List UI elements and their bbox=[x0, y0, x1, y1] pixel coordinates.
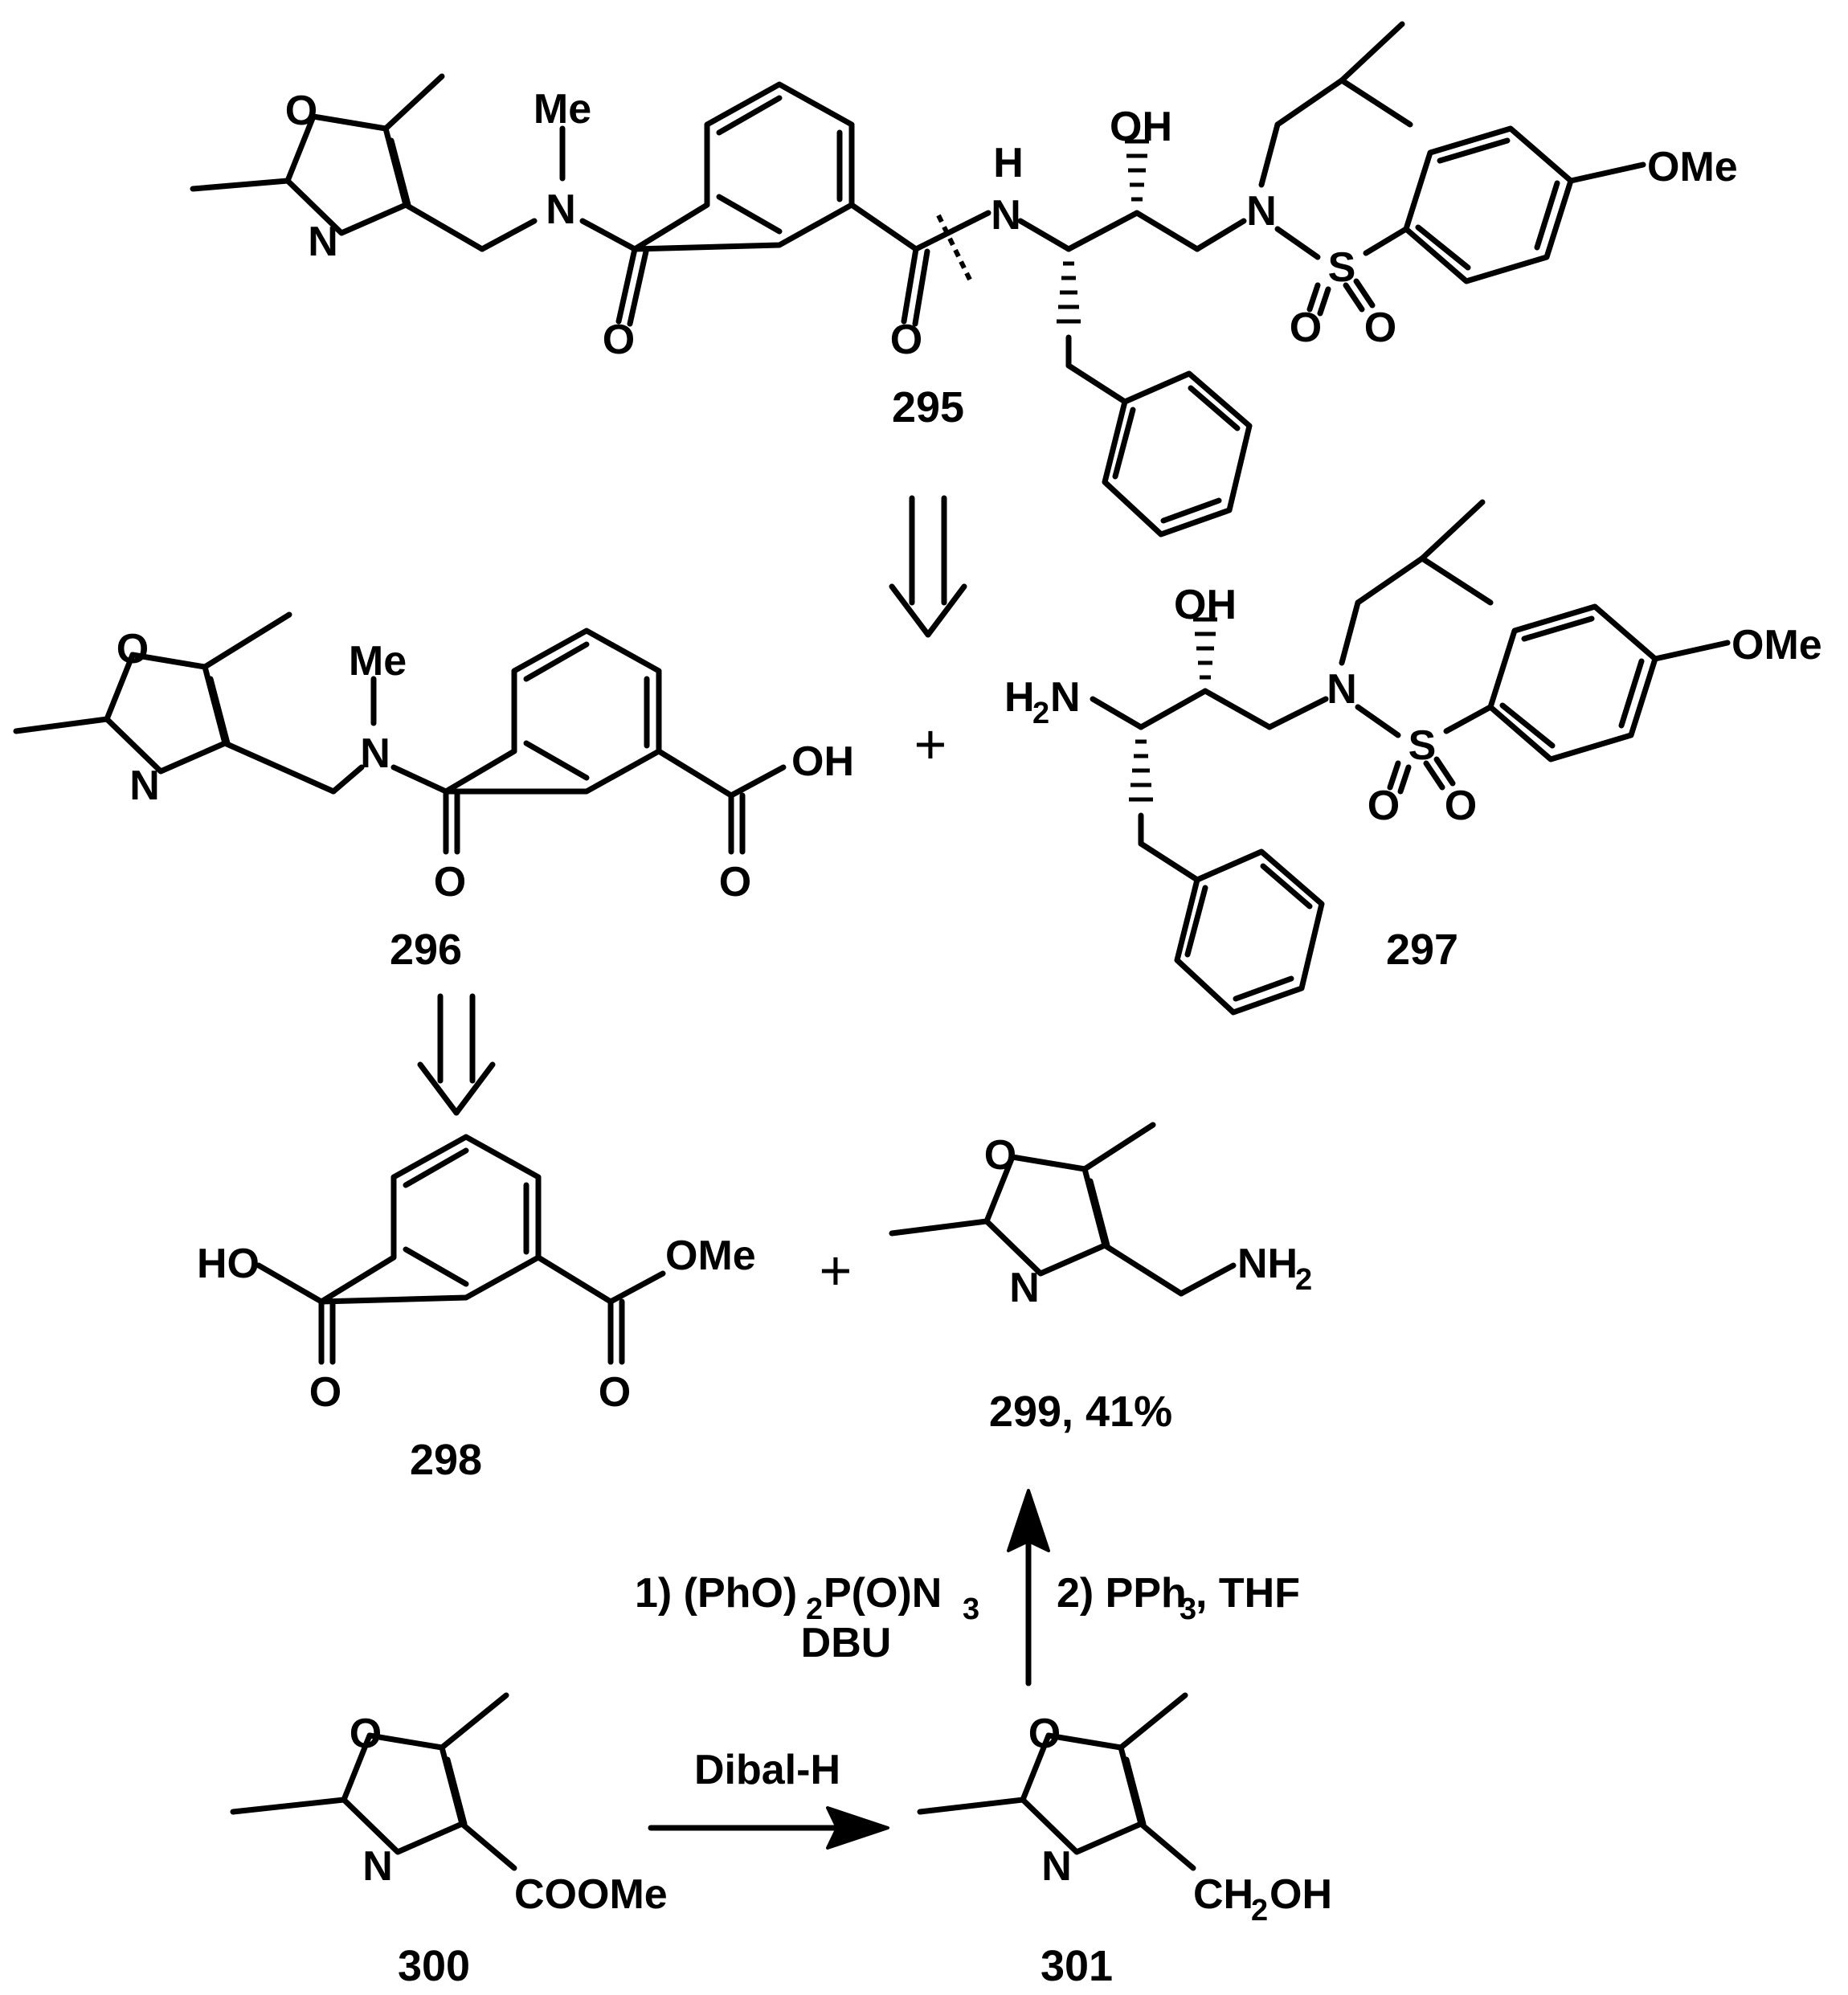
atom-n: N bbox=[1327, 666, 1357, 713]
compound-300 bbox=[230, 1692, 517, 1871]
compound-label-299: 299, 41% bbox=[989, 1388, 1172, 1436]
atom-o: O bbox=[1028, 1711, 1061, 1757]
atom-n: N bbox=[546, 186, 576, 233]
condition-step1: 1) (PhO) bbox=[635, 1570, 797, 1617]
reaction-arrow-right bbox=[648, 1806, 889, 1850]
atom-n: N bbox=[360, 730, 390, 777]
atom-o: O bbox=[1364, 305, 1396, 351]
atom-oh: OH bbox=[791, 738, 854, 785]
compound-label-296: 296 bbox=[390, 926, 462, 974]
atom-o: O bbox=[1368, 783, 1400, 829]
subscript-2: 2 bbox=[806, 1592, 823, 1626]
condition-step2: 2) PPh bbox=[1057, 1570, 1187, 1617]
compound-label-295: 295 bbox=[892, 383, 964, 431]
condition-dibal: Dibal-H bbox=[694, 1747, 840, 1793]
plus-sign: + bbox=[914, 713, 947, 775]
atom-o: O bbox=[719, 859, 751, 906]
atom-o: O bbox=[599, 1369, 631, 1416]
atom-o: O bbox=[285, 88, 317, 134]
atom-ome: OMe bbox=[665, 1233, 756, 1279]
atom-n: N bbox=[308, 219, 338, 265]
compound-296 bbox=[13, 611, 787, 855]
plus-sign: + bbox=[820, 1239, 852, 1302]
atom-ome: OMe bbox=[1731, 622, 1822, 668]
atom-n: N bbox=[362, 1843, 393, 1890]
atom-o: O bbox=[309, 1369, 341, 1416]
compound-299 bbox=[889, 1122, 1237, 1297]
compound-295 bbox=[190, 21, 1646, 538]
atom-s: S bbox=[1328, 244, 1356, 291]
subscript-3: 3 bbox=[1180, 1592, 1196, 1626]
atom-n: N bbox=[1009, 1265, 1040, 1311]
atom-n: N bbox=[129, 762, 160, 809]
atom-o: O bbox=[1290, 305, 1322, 351]
atom-s: S bbox=[1408, 722, 1437, 769]
compound-301 bbox=[917, 1692, 1196, 1871]
retrosynthesis-arrow bbox=[417, 993, 496, 1116]
subscript-2: 2 bbox=[1251, 1894, 1268, 1928]
atom-o: O bbox=[350, 1711, 382, 1757]
compound-297 bbox=[1090, 499, 1731, 1016]
atom-me: Me bbox=[534, 86, 591, 133]
atom-h2n: H bbox=[1004, 674, 1035, 721]
subscript-2: 2 bbox=[1295, 1263, 1312, 1297]
atom-o: O bbox=[1445, 783, 1477, 829]
condition-step2: , THF bbox=[1196, 1570, 1300, 1617]
atom-o: O bbox=[984, 1132, 1016, 1179]
atom-n: N bbox=[1041, 1843, 1072, 1890]
atom-oh: OH bbox=[1110, 104, 1172, 150]
atom-n: N bbox=[991, 192, 1021, 239]
compound-label-301: 301 bbox=[1041, 1942, 1113, 1990]
atom-me: Me bbox=[349, 638, 407, 685]
atom-o: O bbox=[117, 626, 149, 672]
subscript-3: 3 bbox=[963, 1592, 979, 1626]
compound-label-298: 298 bbox=[410, 1436, 482, 1484]
atom-ch2oh: OH bbox=[1269, 1871, 1332, 1918]
atom-h: H bbox=[993, 140, 1024, 186]
atom-o: O bbox=[603, 317, 635, 363]
atom-ome: OMe bbox=[1647, 144, 1738, 190]
atom-coome: COOMe bbox=[514, 1871, 668, 1918]
reaction-arrow-up bbox=[1007, 1489, 1050, 1686]
atom-nh2: NH bbox=[1237, 1241, 1298, 1287]
atom-o: O bbox=[434, 859, 466, 906]
atom-o: O bbox=[890, 317, 922, 363]
atom-n: N bbox=[1246, 188, 1277, 235]
compound-label-300: 300 bbox=[398, 1942, 470, 1990]
condition-step1: P(O)N bbox=[824, 1570, 942, 1617]
compound-label-297: 297 bbox=[1386, 926, 1458, 974]
atom-ho: HO bbox=[197, 1241, 260, 1287]
compound-298 bbox=[256, 1134, 666, 1365]
atom-ch2oh: CH bbox=[1193, 1871, 1253, 1918]
condition-dbu: DBU bbox=[801, 1620, 892, 1666]
atom-n: N bbox=[1050, 674, 1081, 721]
atom-oh: OH bbox=[1174, 582, 1237, 628]
retrosynthesis-arrow bbox=[889, 495, 967, 638]
subscript-2: 2 bbox=[1032, 697, 1049, 730]
